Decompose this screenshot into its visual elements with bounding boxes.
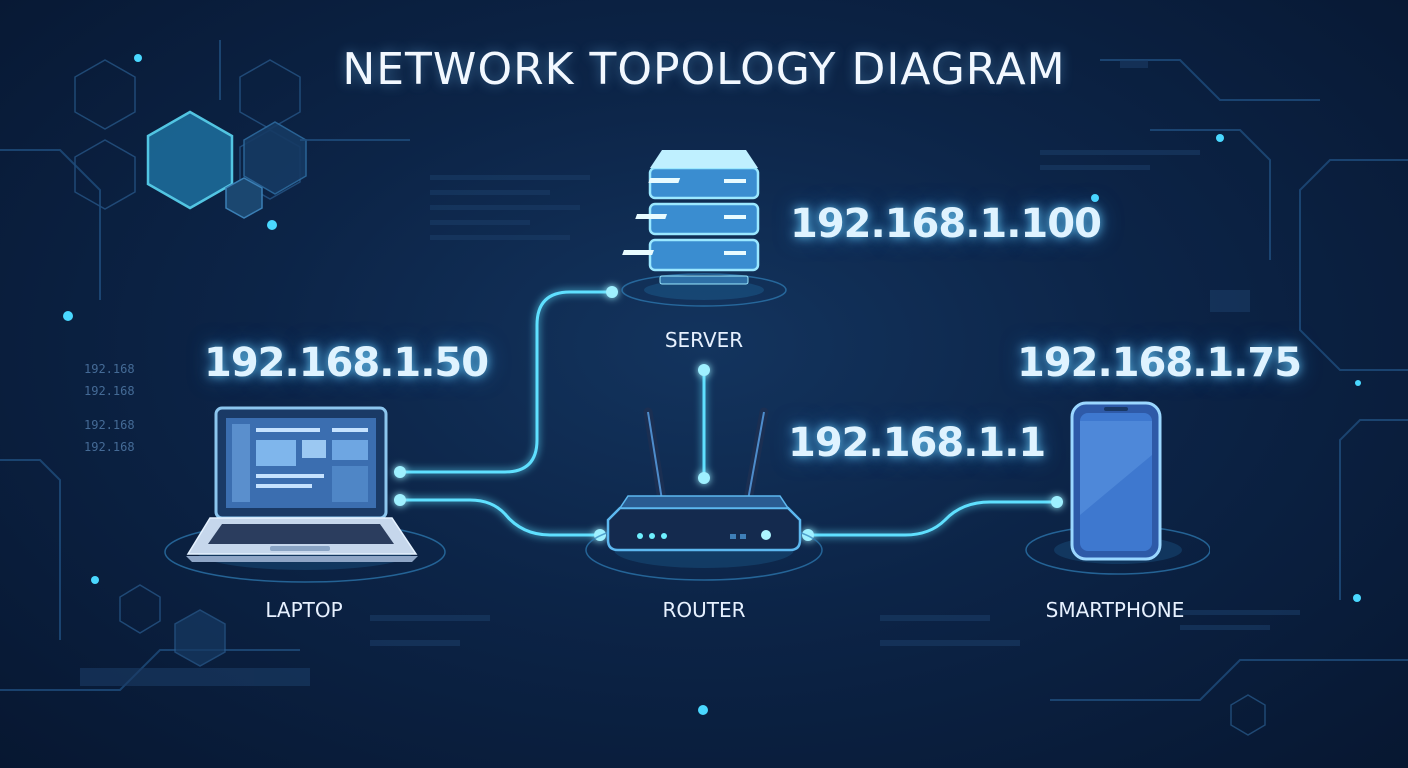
background-text-line: 192.168: [84, 418, 135, 432]
background-text-line: 192.168: [84, 362, 135, 376]
server-label: SERVER: [664, 328, 744, 352]
hexagon-small: [225, 177, 263, 219]
port-server-bottom: [698, 364, 710, 376]
port-smartphone: [1051, 496, 1063, 508]
laptop-label: LAPTOP: [265, 598, 343, 622]
link-router-smartphone: [808, 500, 1057, 537]
hexagon-glow: [146, 110, 234, 210]
server-icon[interactable]: [612, 140, 812, 310]
laptop-ip: 192.168.1.50: [204, 340, 489, 386]
circuit-lines: [0, 40, 1408, 701]
glow-dots: [63, 54, 1361, 715]
router-label: ROUTER: [662, 598, 746, 622]
port-router-top: [698, 472, 710, 484]
background-text-line: 192.168: [84, 384, 135, 398]
port-laptop-2: [394, 494, 406, 506]
smartphone-label: SMARTPHONE: [1045, 598, 1185, 622]
hexagon-decor-bottom-left: [119, 584, 1266, 736]
port-server: [606, 286, 618, 298]
diagram-title: NETWORK TOPOLOGY DIAGRAM: [342, 44, 1066, 95]
router-ip: 192.168.1.1: [788, 420, 1046, 466]
background-text: 192.168 192.168 192.168 192.168: [84, 358, 135, 458]
laptop-icon[interactable]: [160, 400, 450, 590]
smartphone-ip: 192.168.1.75: [1017, 340, 1302, 386]
data-panels: [80, 60, 1300, 686]
port-laptop-1: [394, 466, 406, 478]
background-text-line: 192.168: [84, 440, 135, 454]
link-laptop-router: [400, 498, 600, 537]
server-ip: 192.168.1.100: [790, 201, 1102, 247]
router-icon[interactable]: [580, 400, 830, 590]
smartphone-icon[interactable]: [1010, 395, 1210, 585]
link-laptop-server: [400, 290, 612, 474]
